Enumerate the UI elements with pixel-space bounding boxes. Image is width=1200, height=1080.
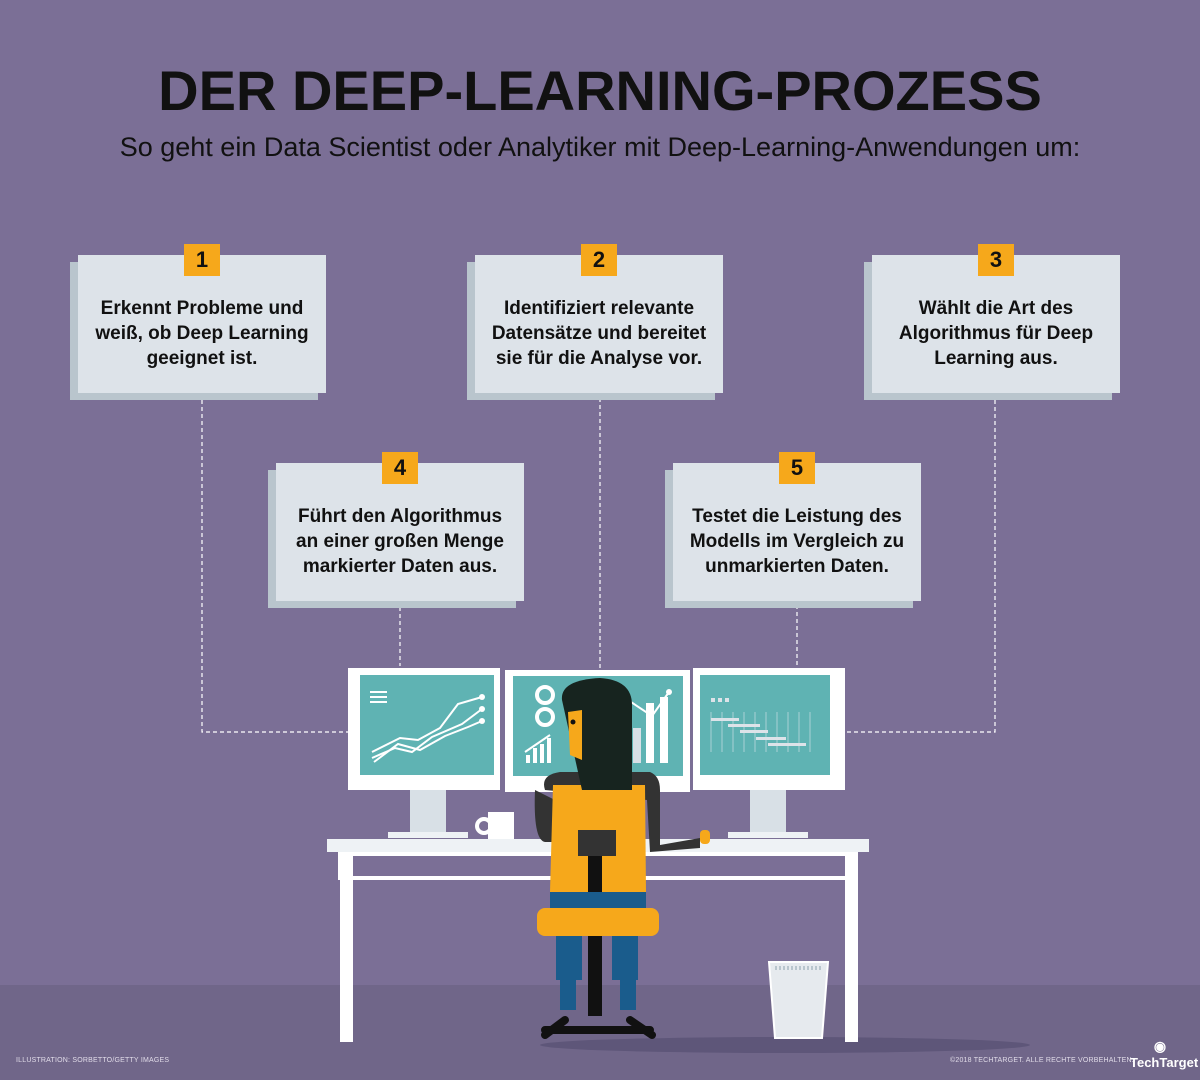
- wastebasket: [767, 961, 830, 1039]
- connector-lines: [201, 398, 996, 733]
- step-text: Identifiziert relevante Datensätze und b…: [475, 255, 723, 393]
- step-number-badge: 5: [779, 452, 815, 484]
- step-number-badge: 3: [978, 244, 1014, 276]
- monitor-left: [348, 668, 500, 838]
- coffee-mug: [475, 812, 514, 842]
- step-text: Testet die Leistung des Modells im Vergl…: [673, 463, 921, 601]
- step-number-badge: 1: [184, 244, 220, 276]
- techtarget-logo: ◉TechTarget: [1130, 1038, 1198, 1070]
- step-text: Führt den Algorithmus an einer großen Me…: [276, 463, 524, 601]
- step-text: Wählt die Art des Algorithmus für Deep L…: [872, 255, 1120, 393]
- person: [534, 678, 710, 1039]
- logo-text: TechTarget: [1130, 1055, 1199, 1070]
- step-number-badge: 2: [581, 244, 617, 276]
- copyright: ©2018 TECHTARGET. ALLE RECHTE VORBEHALTE…: [950, 1057, 1134, 1064]
- illustration-credit: ILLUSTRATION: SORBETTO/GETTY IMAGES: [16, 1057, 170, 1064]
- subtitle: So geht ein Data Scientist oder Analytik…: [119, 132, 1081, 162]
- eye-icon: ◉: [1153, 1038, 1167, 1054]
- monitor-right: [693, 668, 845, 838]
- step-number-badge: 4: [382, 452, 418, 484]
- page-title: DER DEEP-LEARNING-PROZESS: [158, 59, 1042, 122]
- step-text: Erkennt Probleme und weiß, ob Deep Learn…: [78, 255, 326, 393]
